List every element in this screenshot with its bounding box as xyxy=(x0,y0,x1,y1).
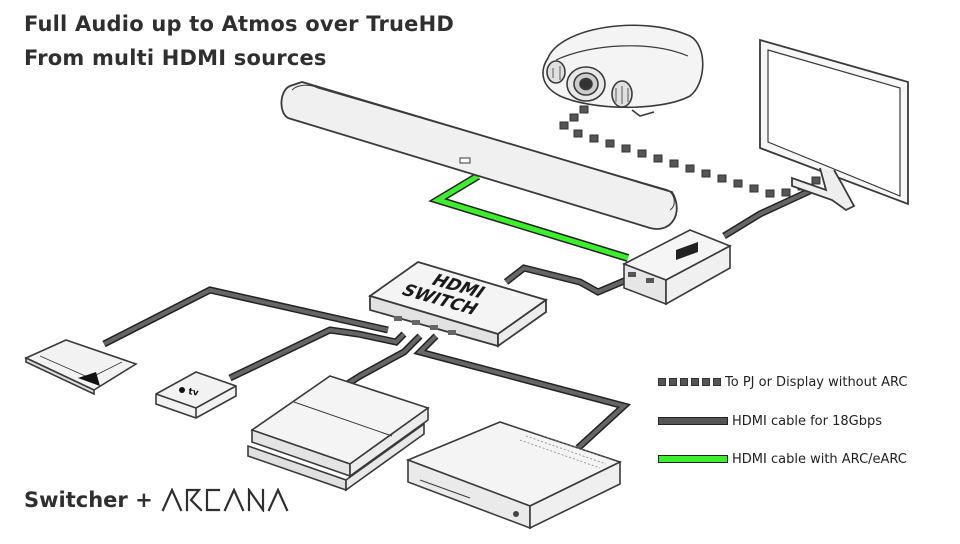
xbox-icon xyxy=(405,421,623,530)
projector-icon xyxy=(542,24,704,117)
switch-to-arcana-cable xyxy=(503,264,638,296)
apple-tv-label: tv xyxy=(187,387,199,399)
legend-item-solid: HDMI cable for 18Gbps xyxy=(658,411,882,431)
apple-tv-icon: tv xyxy=(155,371,237,419)
tablet-icon xyxy=(24,339,138,396)
arcana-logo xyxy=(161,488,289,512)
xbox-cable xyxy=(413,333,632,451)
branding: Switcher + xyxy=(24,488,289,512)
arcana-box-icon xyxy=(622,229,732,306)
legend-item-dotted: To PJ or Display without ARC xyxy=(658,372,907,392)
soundbar-icon xyxy=(280,81,678,230)
legend-label: HDMI cable with ARC/eARC xyxy=(732,451,907,467)
green-swatch xyxy=(658,455,728,463)
legend-label: To PJ or Display without ARC xyxy=(725,374,908,390)
title-line-2: From multi HDMI sources xyxy=(24,46,327,70)
title-line-1: Full Audio up to Atmos over TrueHD xyxy=(24,12,455,36)
appletv-cable xyxy=(228,326,407,382)
dotted-swatch xyxy=(658,378,721,386)
solid-swatch xyxy=(658,417,728,425)
hdmi-switch-icon: HDMI SWITCH xyxy=(367,261,549,348)
tablet-cable xyxy=(102,286,389,348)
legend-item-green: HDMI cable with ARC/eARC xyxy=(658,449,907,469)
legend-label: HDMI cable for 18Gbps xyxy=(732,413,882,429)
monitor-icon xyxy=(759,38,909,212)
playstation-icon xyxy=(247,375,430,492)
brand-prefix: Switcher + xyxy=(24,488,153,512)
